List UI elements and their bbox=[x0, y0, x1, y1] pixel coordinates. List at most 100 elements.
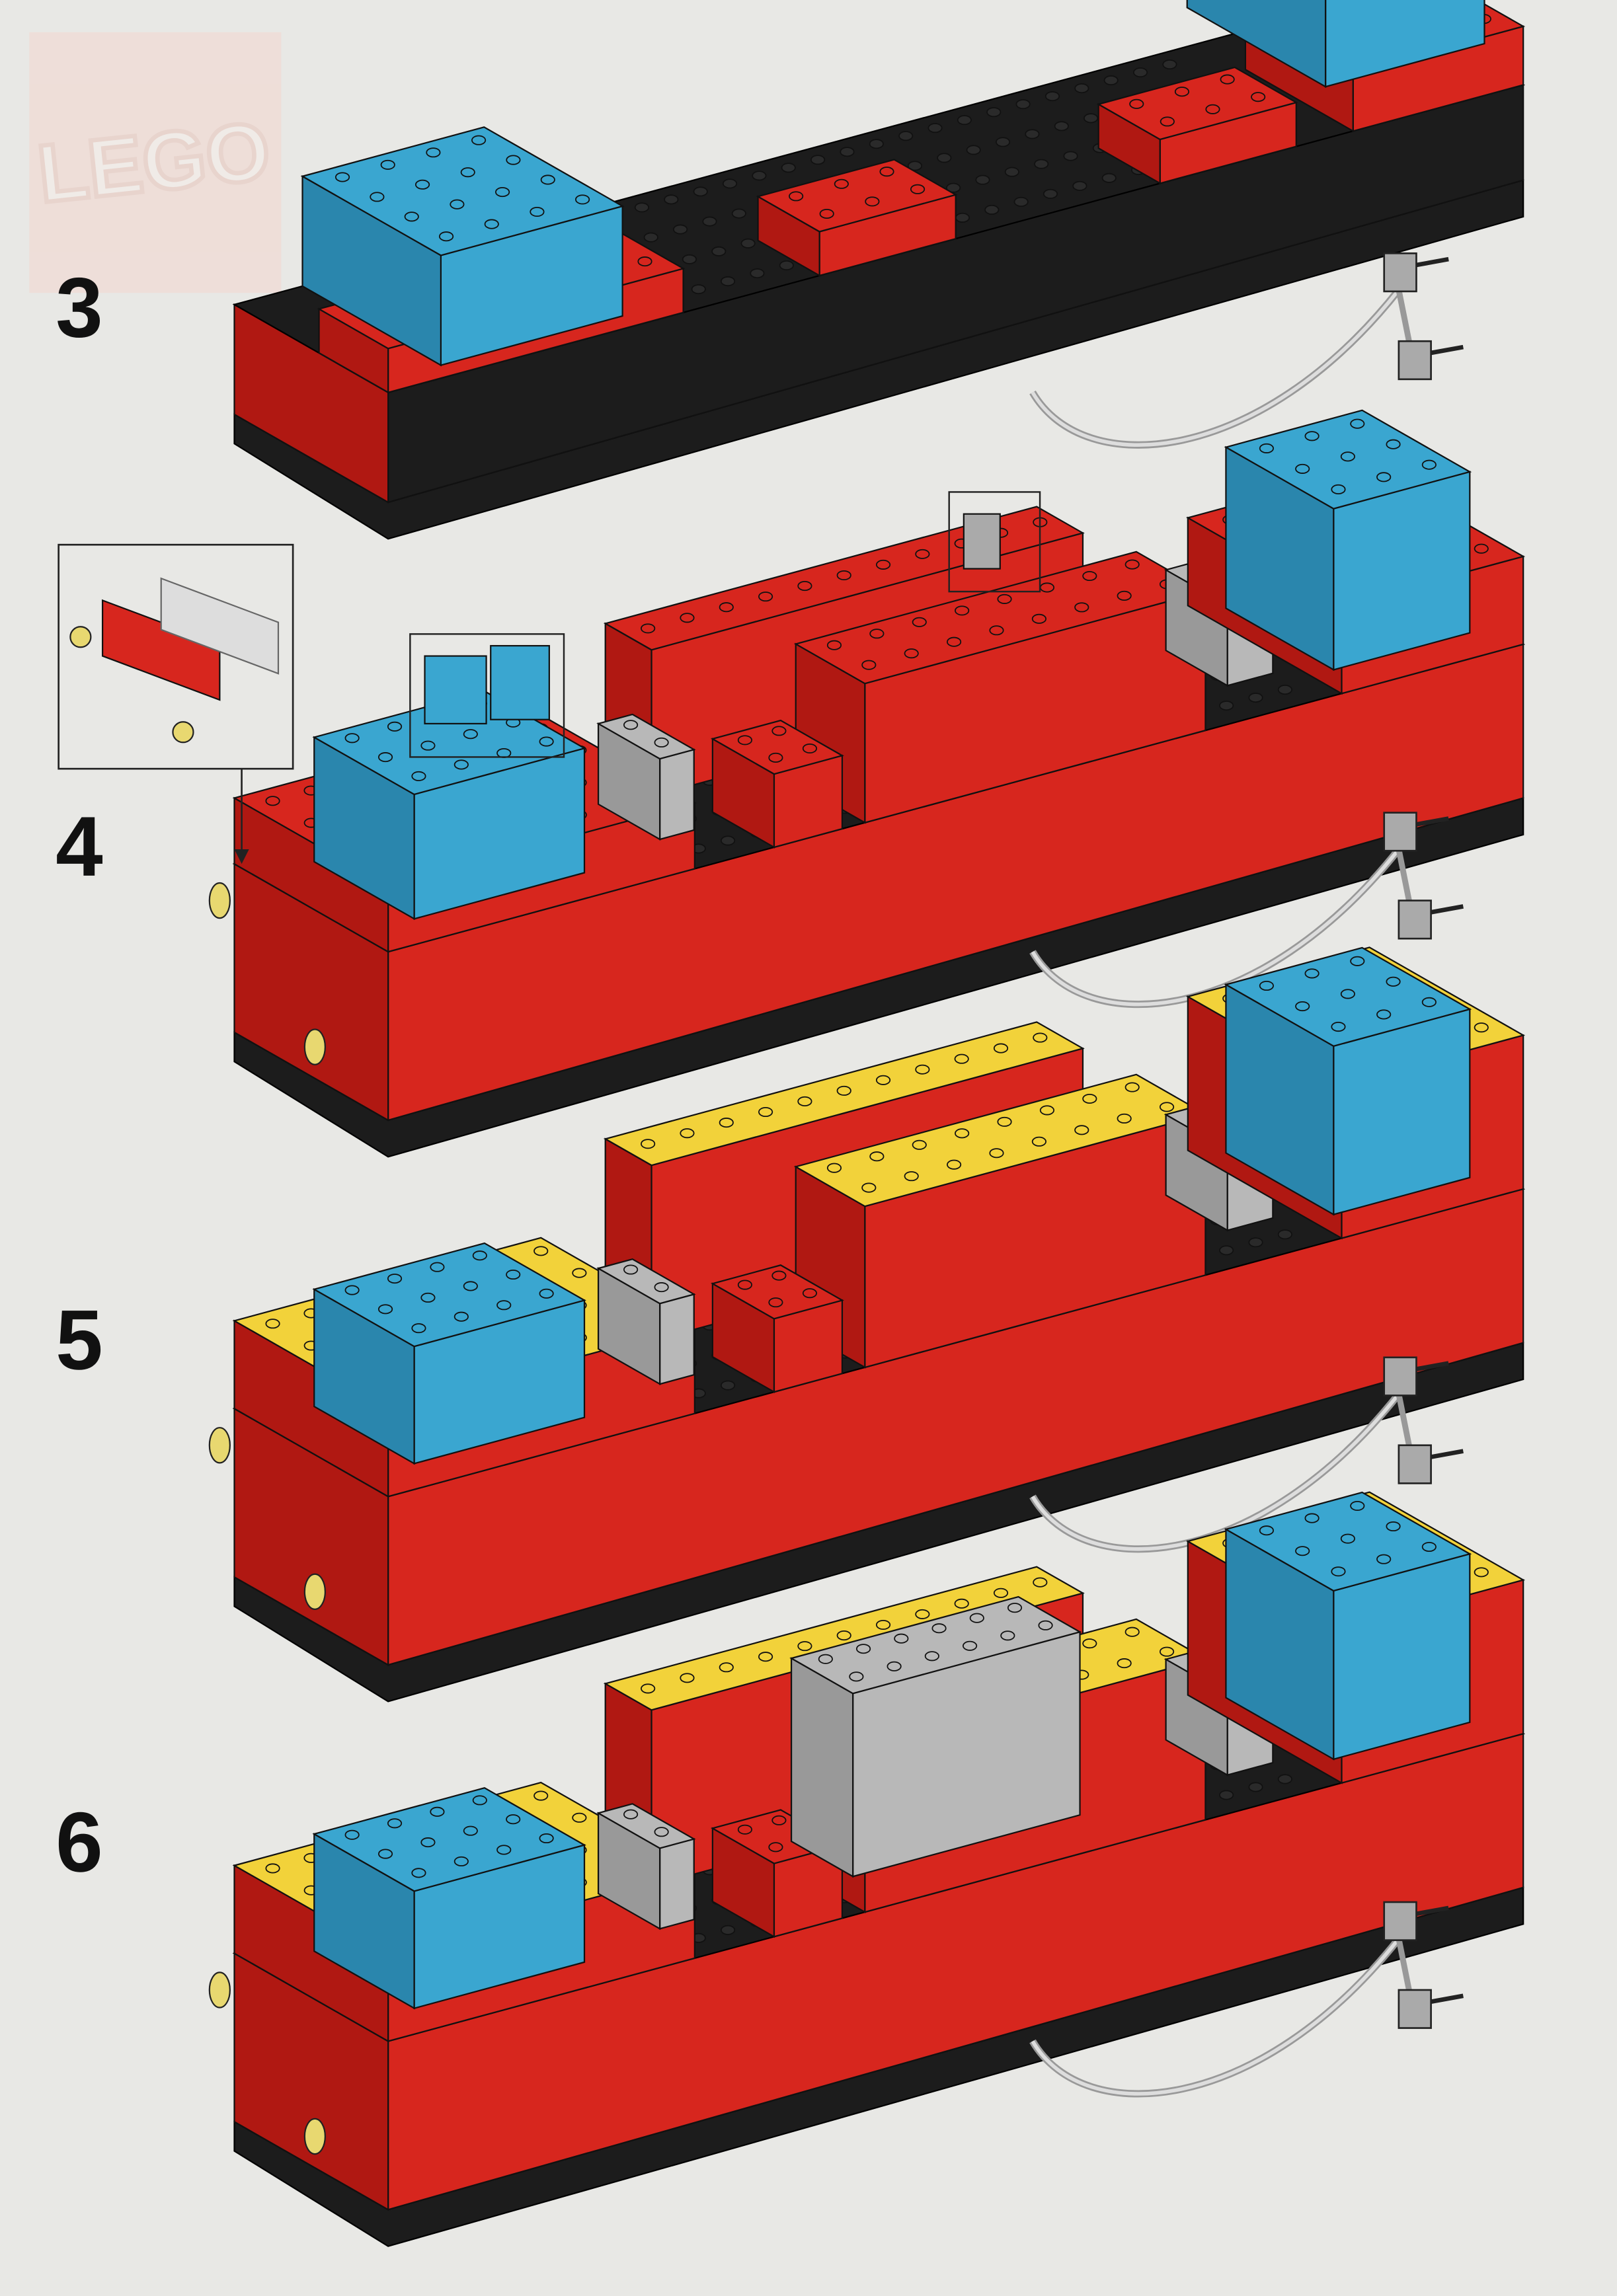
control-panel-top bbox=[312, 1242, 586, 1348]
stud bbox=[387, 1818, 403, 1829]
control-panel bbox=[312, 690, 586, 921]
stud bbox=[779, 260, 794, 271]
stud bbox=[533, 1246, 549, 1256]
plug-body bbox=[1383, 812, 1417, 852]
stud bbox=[1124, 1626, 1140, 1637]
stud bbox=[1039, 582, 1055, 593]
plug-icon bbox=[1398, 899, 1464, 940]
control-panel bbox=[312, 1242, 586, 1465]
stud bbox=[1159, 1102, 1175, 1112]
stud bbox=[875, 559, 891, 570]
stud bbox=[643, 232, 658, 243]
plug-icon bbox=[1383, 252, 1449, 293]
stud bbox=[826, 640, 842, 650]
panel-callout bbox=[409, 633, 565, 758]
seat-top bbox=[596, 1258, 696, 1305]
panel-callout bbox=[948, 491, 1041, 593]
step-6: 6 bbox=[56, 1491, 1526, 2247]
red-brick bbox=[1096, 66, 1298, 185]
stud bbox=[750, 268, 765, 279]
stud bbox=[539, 1833, 554, 1844]
stud bbox=[673, 224, 688, 235]
stud bbox=[840, 147, 855, 157]
stud bbox=[719, 1662, 734, 1673]
stud bbox=[915, 1064, 930, 1075]
stud bbox=[737, 1280, 752, 1290]
stud bbox=[997, 593, 1012, 604]
seat-top bbox=[596, 1803, 696, 1849]
plug-pin bbox=[1415, 816, 1449, 827]
stud bbox=[1259, 980, 1274, 991]
stud bbox=[1025, 129, 1040, 139]
stud bbox=[1124, 559, 1140, 570]
control-panel bbox=[1224, 1491, 1472, 1761]
blue-roof-plate-top bbox=[300, 126, 625, 256]
stud bbox=[969, 1613, 984, 1623]
stud bbox=[450, 199, 465, 210]
plug-body bbox=[1383, 1356, 1417, 1397]
side-wall-low-top bbox=[711, 719, 844, 775]
stud bbox=[377, 752, 393, 763]
blue-roof-plate-side bbox=[1186, 0, 1327, 89]
stud bbox=[836, 570, 851, 581]
stud bbox=[722, 178, 738, 189]
buffer-icon bbox=[69, 626, 92, 648]
stud bbox=[1174, 87, 1190, 97]
stud bbox=[680, 1128, 695, 1139]
arrow-head-icon bbox=[234, 849, 249, 864]
stud bbox=[344, 1285, 360, 1295]
stud bbox=[691, 284, 706, 295]
red-brick-top bbox=[756, 159, 958, 233]
stud bbox=[802, 1288, 818, 1299]
stud bbox=[856, 1644, 871, 1654]
stud bbox=[1350, 1500, 1365, 1512]
stud bbox=[1082, 570, 1097, 582]
stud bbox=[1072, 180, 1087, 191]
stud bbox=[1248, 693, 1263, 703]
computer-panel-icon bbox=[424, 655, 487, 725]
stud bbox=[904, 648, 919, 659]
step-number: 3 bbox=[56, 261, 102, 356]
stud bbox=[1350, 956, 1365, 966]
stud bbox=[907, 161, 923, 171]
stud bbox=[768, 1842, 783, 1853]
stud bbox=[265, 796, 280, 806]
stud bbox=[1043, 188, 1058, 199]
stud bbox=[1220, 74, 1235, 85]
stud bbox=[1039, 1105, 1055, 1116]
plug-pin bbox=[1431, 1449, 1464, 1459]
grey-plate-side bbox=[790, 1657, 854, 1878]
stud bbox=[1082, 1093, 1097, 1104]
stud bbox=[1045, 91, 1060, 102]
cable bbox=[1031, 1393, 1401, 1551]
stud bbox=[875, 1619, 891, 1630]
lego-logo: LEGO bbox=[29, 32, 282, 293]
stud bbox=[1251, 92, 1266, 102]
stud bbox=[758, 1652, 773, 1662]
control-panel bbox=[312, 1787, 586, 2010]
stud bbox=[1248, 1782, 1263, 1792]
stud bbox=[530, 206, 545, 217]
bracket-icon bbox=[160, 577, 280, 675]
plug-body bbox=[1398, 340, 1432, 381]
stud bbox=[720, 276, 736, 287]
plug-pin bbox=[1431, 904, 1464, 915]
stud bbox=[771, 1270, 787, 1281]
stud bbox=[869, 139, 884, 149]
stud bbox=[1205, 104, 1220, 114]
stud bbox=[1386, 976, 1401, 987]
stud bbox=[1304, 968, 1320, 979]
stud bbox=[539, 736, 554, 747]
seat-front bbox=[659, 748, 695, 841]
seat-front bbox=[659, 1838, 695, 1930]
stud bbox=[380, 159, 395, 170]
stud bbox=[1117, 1658, 1132, 1669]
stud bbox=[1000, 1630, 1015, 1641]
stud bbox=[404, 211, 419, 222]
stud bbox=[946, 182, 961, 193]
stud bbox=[995, 137, 1011, 147]
stud bbox=[966, 145, 981, 155]
buffer-icon bbox=[208, 1427, 231, 1464]
stud bbox=[915, 549, 930, 559]
stud bbox=[1124, 1082, 1140, 1092]
